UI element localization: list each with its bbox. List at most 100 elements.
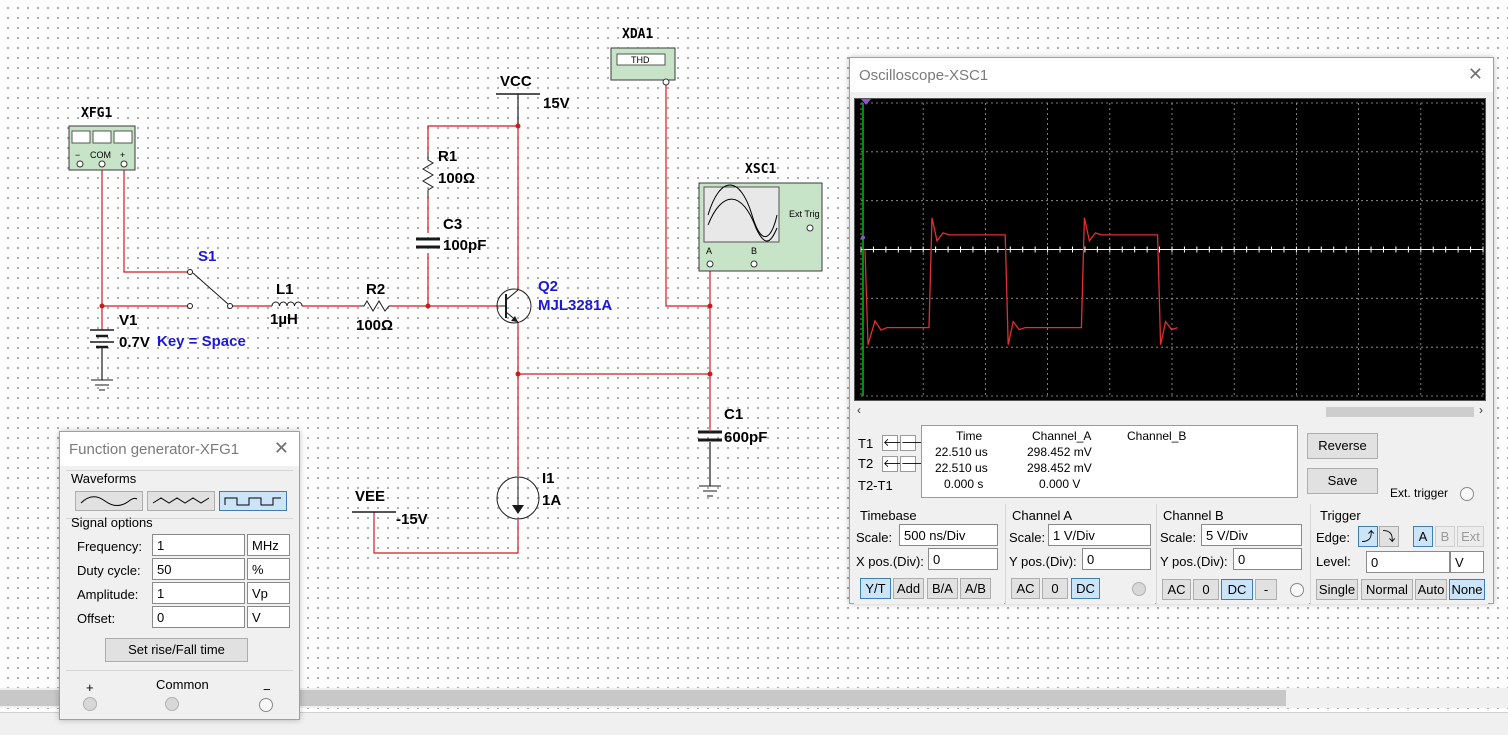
level-unit[interactable]: V <box>1450 551 1484 573</box>
channel-b-ac-button[interactable]: AC <box>1162 579 1191 600</box>
amplitude-unit[interactable]: Vp <box>247 582 290 604</box>
level-input[interactable]: 0 <box>1366 551 1450 573</box>
scope-display <box>860 99 1484 397</box>
c3-value: 100pF <box>443 237 486 254</box>
scope-screen[interactable] <box>854 98 1486 401</box>
xda1-instrument[interactable]: XDA1 THD <box>610 27 676 86</box>
scroll-left-icon[interactable]: ‹ <box>857 403 861 417</box>
plus-terminal[interactable] <box>83 697 97 711</box>
vee-value: -15V <box>396 511 428 528</box>
frequency-input[interactable]: 1 <box>152 534 245 556</box>
normal-button[interactable]: Normal <box>1361 579 1413 600</box>
single-button[interactable]: Single <box>1316 579 1358 600</box>
channel-b-ypos-input[interactable]: 0 <box>1233 548 1302 570</box>
rising-edge-icon[interactable]: ⤴ <box>1358 526 1378 547</box>
frequency-unit[interactable]: MHz <box>247 534 290 556</box>
set-rise-fall-time-button[interactable]: Set rise/Fall time <box>105 638 248 662</box>
frequency-label: Frequency: <box>77 539 143 554</box>
t1-left-arrow-icon[interactable]: 🡐 <box>882 435 913 451</box>
square-wave-button[interactable] <box>219 491 287 511</box>
duty-cycle-unit[interactable]: % <box>247 558 290 580</box>
channel-a-ypos-label: Y pos.(Div): <box>1009 554 1077 569</box>
common-terminal[interactable] <box>165 697 179 711</box>
cursor-readout-table: Time Channel_A Channel_B 22.510 us 298.4… <box>921 425 1298 498</box>
channel-a-dc-button[interactable]: DC <box>1071 578 1100 599</box>
q2-transistor[interactable]: Q2 MJL3281A <box>496 278 612 324</box>
svg-text:Ext Trig: Ext Trig <box>789 209 820 219</box>
none-button[interactable]: None <box>1449 579 1485 600</box>
r1-resistor[interactable]: R1 100Ω <box>422 148 475 198</box>
t2-left-arrow-icon[interactable]: 🡐 <box>882 456 913 472</box>
scroll-right-icon[interactable]: › <box>1479 403 1483 417</box>
c3-capacitor[interactable]: C3 100pF <box>416 216 486 254</box>
channel-a-ypos-input[interactable]: 0 <box>1082 548 1151 570</box>
s1-switch[interactable]: S1 Key = Space <box>157 248 246 350</box>
channel-a-panel: Channel A Scale: 1 V/Div Y pos.(Div): 0 … <box>1005 504 1155 604</box>
ext-trigger-terminal[interactable] <box>1460 487 1474 501</box>
channel-b-title: Channel B <box>1163 508 1224 523</box>
ab-button[interactable]: A/B <box>960 578 991 599</box>
amplitude-input[interactable]: 1 <box>152 582 245 604</box>
trigger-source-ext[interactable]: Ext <box>1457 526 1484 547</box>
channel-b-terminal[interactable] <box>1290 583 1304 597</box>
osc-title-bar[interactable]: Oscilloscope-XSC1 ✕ <box>850 58 1493 92</box>
x-pos-input[interactable]: 0 <box>928 548 998 570</box>
function-generator-window[interactable]: Function generator-XFG1 ✕ Waveforms Sign… <box>59 431 300 720</box>
channel-b-scale-input[interactable]: 5 V/Div <box>1201 524 1302 546</box>
vcc-source[interactable]: VCC 15V <box>496 73 570 112</box>
xfg1-instrument[interactable]: XFG1 COM − + <box>68 106 136 171</box>
c1-value: 600pF <box>724 429 767 446</box>
reverse-button[interactable]: Reverse <box>1307 433 1378 459</box>
add-button[interactable]: Add <box>893 578 924 599</box>
minus-terminal-label: − <box>263 682 271 697</box>
i1-current-source[interactable]: I1 1A <box>496 470 561 520</box>
channel-a-scale-input[interactable]: 1 V/Div <box>1048 524 1151 546</box>
scrollbar-thumb[interactable] <box>1326 407 1474 417</box>
close-icon[interactable]: ✕ <box>1467 64 1483 84</box>
wire-xfg-plus <box>123 164 188 273</box>
common-terminal-label: Common <box>156 677 209 692</box>
canvas-horizontal-scrollbar[interactable] <box>0 688 1508 708</box>
offset-input[interactable]: 0 <box>152 606 245 628</box>
fg-title-bar[interactable]: Function generator-XFG1 ✕ <box>60 432 299 466</box>
oscilloscope-window[interactable]: Oscilloscope-XSC1 ✕ ‹ › T1 🡐 🡒 T2 🡐 🡒 T2… <box>849 57 1494 604</box>
duty-cycle-input[interactable]: 50 <box>152 558 245 580</box>
t2-right-arrow-icon[interactable]: 🡒 <box>900 456 931 472</box>
auto-button[interactable]: Auto <box>1415 579 1447 600</box>
yt-button[interactable]: Y/T <box>860 578 891 599</box>
r2-resistor[interactable]: R2 100Ω <box>356 281 393 334</box>
channel-b-minus-button[interactable]: - <box>1255 579 1277 600</box>
trigger-source-a[interactable]: A <box>1413 526 1433 547</box>
q2-ref: Q2 <box>538 278 558 295</box>
v1-battery[interactable]: V1 0.7V <box>90 312 150 351</box>
t1-right-arrow-icon[interactable]: 🡒 <box>900 435 931 451</box>
channel-a-ac-button[interactable]: AC <box>1011 578 1040 599</box>
waveforms-label: Waveforms <box>71 471 137 486</box>
falling-edge-icon[interactable]: ⤵ <box>1379 526 1399 547</box>
trigger-source-b[interactable]: B <box>1435 526 1455 547</box>
c1-capacitor[interactable]: C1 600pF <box>698 406 767 446</box>
channel-a-zero-button[interactable]: 0 <box>1042 578 1068 599</box>
xsc1-label: XSC1 <box>745 162 776 177</box>
channel-a-terminal[interactable] <box>1132 582 1146 596</box>
close-icon[interactable]: ✕ <box>273 438 289 458</box>
scrollbar-thumb[interactable] <box>0 690 1286 706</box>
vee-source[interactable]: VEE -15V <box>352 488 428 528</box>
plus-terminal-label: + <box>86 680 94 695</box>
channel-b-zero-button[interactable]: 0 <box>1193 579 1219 600</box>
save-button[interactable]: Save <box>1307 468 1378 494</box>
ba-button[interactable]: B/A <box>927 578 958 599</box>
channel-b-dc-button[interactable]: DC <box>1221 579 1253 600</box>
l1-inductor[interactable]: L1 1µH <box>270 281 303 328</box>
channel-a-scale-label: Scale: <box>1009 530 1046 545</box>
timebase-scale-input[interactable]: 500 ns/Div <box>899 524 998 546</box>
triangle-wave-button[interactable] <box>147 491 215 511</box>
scope-horizontal-scrollbar[interactable]: ‹ › <box>854 403 1486 420</box>
minus-terminal[interactable] <box>259 698 273 712</box>
sine-wave-button[interactable] <box>75 491 143 511</box>
s1-key: Key = Space <box>157 333 246 350</box>
xsc1-instrument[interactable]: XSC1 Ext Trig A B <box>698 162 823 272</box>
timebase-scale-label: Scale: <box>856 530 893 545</box>
offset-unit[interactable]: V <box>247 606 290 628</box>
